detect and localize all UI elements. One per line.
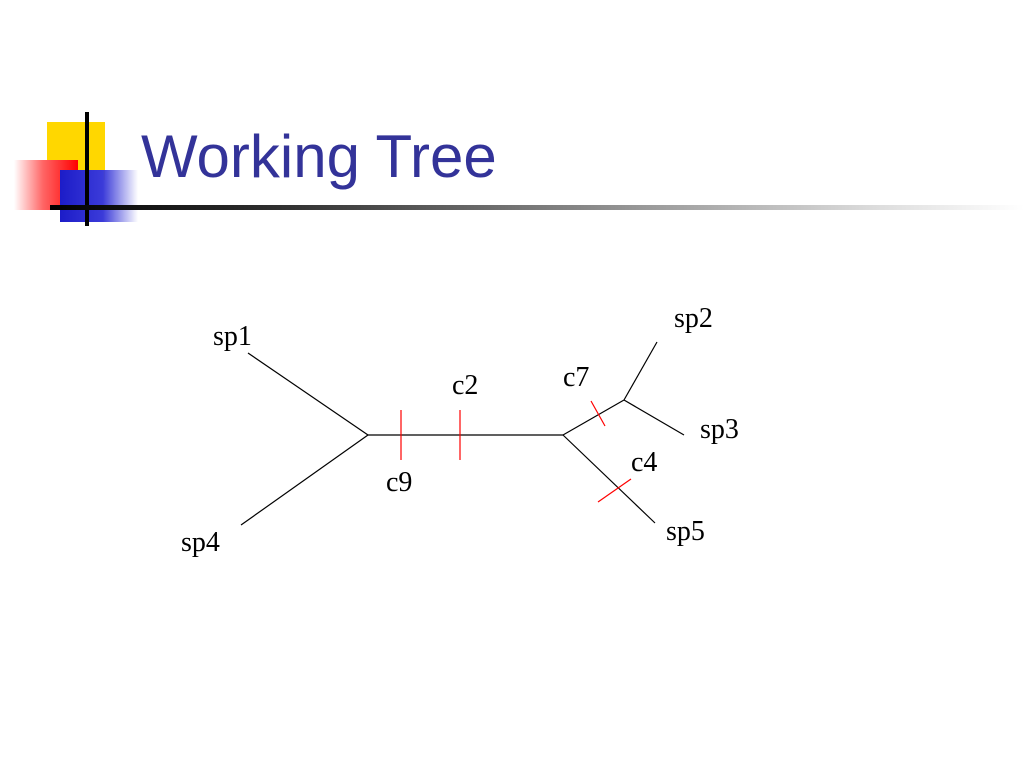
tick-c4 (597, 478, 632, 503)
label-sp1: sp1 (213, 321, 252, 352)
decorative-logo (0, 0, 150, 240)
tick-c7 (590, 400, 606, 427)
label-c9: c9 (386, 467, 412, 498)
branch-sp3 (623, 399, 685, 436)
label-sp5: sp5 (666, 516, 705, 547)
label-c7: c7 (563, 362, 589, 393)
branch-sp5 (562, 434, 656, 524)
branch-sp4 (240, 434, 369, 526)
branch-sp2 (623, 341, 658, 401)
vertical-bar (85, 112, 89, 226)
label-c2: c2 (452, 370, 478, 401)
branch-sp2sp3-stem (562, 399, 625, 436)
label-c4: c4 (631, 447, 657, 478)
slide-title: Working Tree (141, 123, 497, 190)
title-underline (50, 205, 1024, 210)
blue-square (60, 170, 138, 222)
label-sp4: sp4 (181, 527, 220, 558)
branch-sp1 (247, 352, 369, 436)
label-sp2: sp2 (674, 303, 713, 334)
label-sp3: sp3 (700, 414, 739, 445)
